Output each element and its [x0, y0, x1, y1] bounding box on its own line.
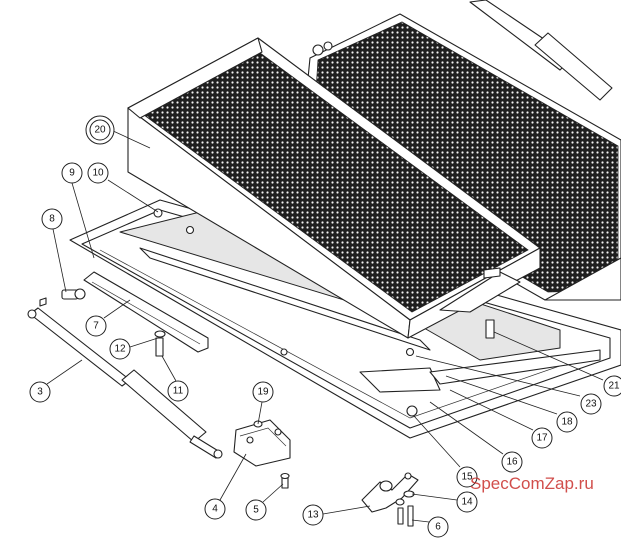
callout-18: 18 — [556, 411, 578, 433]
callout-21: 21 — [603, 375, 621, 397]
watermark: SpecComZap.ru — [470, 474, 594, 493]
callout-20: 20 — [85, 115, 115, 145]
front-tray — [127, 37, 541, 339]
callout-label: 3 — [37, 387, 43, 398]
leader-lines — [46, 129, 604, 523]
callout-label: 21 — [608, 381, 620, 392]
callout-label: 14 — [461, 497, 473, 508]
callout-label: 7 — [93, 321, 99, 332]
frame-hardware — [153, 208, 501, 417]
callout-label: 8 — [49, 214, 55, 225]
callout-12: 12 — [109, 338, 131, 360]
hinge-bracket — [233, 419, 291, 489]
bolt-assembly — [154, 330, 166, 357]
callout-label: 6 — [435, 522, 441, 533]
rear-tray — [299, 13, 621, 301]
callout-label: 4 — [212, 504, 218, 515]
callout-8: 8 — [41, 208, 63, 230]
callout-16: 16 — [501, 451, 523, 473]
callout-label: 19 — [257, 387, 269, 398]
side-rail — [83, 271, 209, 353]
callout-19: 19 — [252, 381, 274, 403]
gas-strut — [27, 297, 223, 459]
callout-11: 11 — [167, 380, 189, 402]
top-rod — [469, 0, 613, 101]
callout-4: 4 — [204, 498, 226, 520]
callout-3: 3 — [29, 381, 51, 403]
callout-14: 14 — [456, 491, 478, 513]
callouts: 20 9 10 8 7 12 3 11 — [29, 115, 621, 538]
callout-13: 13 — [302, 504, 324, 526]
callout-label: 9 — [69, 168, 75, 179]
callout-label: 12 — [114, 344, 126, 355]
callout-label: 20 — [94, 125, 106, 136]
callout-23: 23 — [580, 393, 602, 415]
callout-label: 23 — [585, 399, 597, 410]
callout-label: 10 — [92, 168, 104, 179]
callout-label: 11 — [173, 386, 184, 397]
callout-label: 16 — [506, 457, 518, 468]
callout-10: 10 — [87, 162, 109, 184]
callout-label: 18 — [561, 417, 573, 428]
callout-label: 15 — [461, 472, 473, 483]
callout-17: 17 — [531, 427, 553, 449]
callout-label: 13 — [307, 510, 319, 521]
callout-label: 17 — [536, 433, 548, 444]
callout-7: 7 — [85, 315, 107, 337]
callout-9: 9 — [61, 162, 83, 184]
pin — [61, 288, 86, 300]
latch-bracket — [361, 472, 419, 527]
callout-15: 15 — [456, 466, 478, 488]
callout-label: 5 — [253, 505, 259, 516]
callout-6: 6 — [427, 516, 449, 538]
callout-5: 5 — [245, 499, 267, 521]
